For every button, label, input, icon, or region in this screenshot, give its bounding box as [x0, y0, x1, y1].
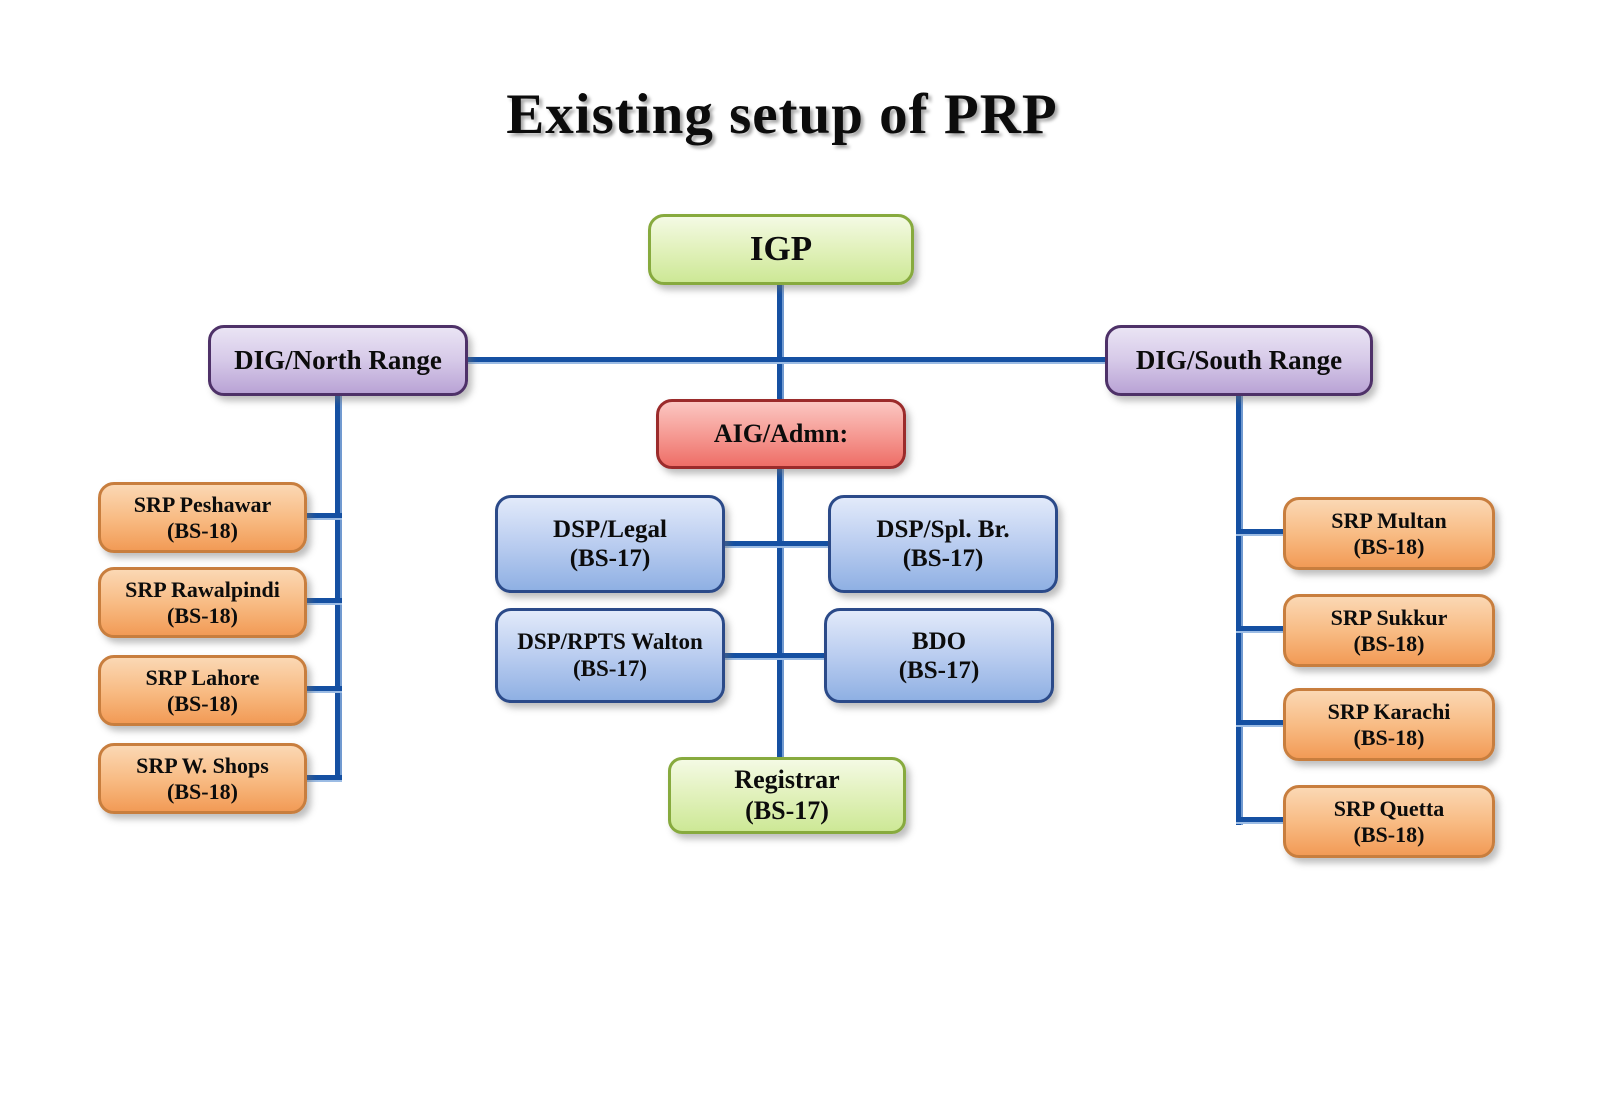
- node-dsp-rpts-walton: DSP/RPTS Walton (BS-17): [495, 608, 725, 703]
- node-grade: (BS-18): [1353, 724, 1425, 750]
- connector-igp-to-main: [777, 283, 784, 403]
- connector-south-stub-3: [1236, 720, 1286, 727]
- connector-dsp-row2: [723, 653, 826, 660]
- node-grade: (BS-18): [167, 517, 238, 543]
- node-dsp-spl-br: DSP/Spl. Br. (BS-17): [828, 495, 1058, 593]
- node-registrar: Registrar (BS-17): [668, 757, 906, 834]
- node-igp: IGP: [648, 214, 914, 285]
- connector-dsp-row1: [723, 541, 830, 548]
- node-grade: (BS-18): [167, 778, 238, 804]
- node-grade: (BS-17): [569, 545, 651, 572]
- node-label: AIG/Admn:: [713, 418, 849, 448]
- node-srp-karachi: SRP Karachi (BS-18): [1283, 688, 1495, 761]
- connector-south-stub-1: [1236, 529, 1286, 536]
- node-label: SRP Lahore: [145, 664, 260, 690]
- node-grade: (BS-17): [902, 545, 984, 572]
- node-label: SRP W. Shops: [136, 752, 269, 778]
- node-label: DSP/Spl. Br.: [876, 516, 1010, 543]
- node-label: SRP Quetta: [1333, 795, 1445, 821]
- node-label: SRP Rawalpindi: [125, 576, 280, 602]
- node-srp-sukkur: SRP Sukkur (BS-18): [1283, 594, 1495, 667]
- node-aig-admn: AIG/Admn:: [656, 399, 906, 469]
- node-label: Registrar: [734, 765, 840, 795]
- node-dig-north-range: DIG/North Range: [208, 325, 468, 396]
- node-grade: (BS-17): [898, 656, 980, 684]
- node-grade: (BS-18): [167, 602, 238, 628]
- connector-north-stub-4: [300, 775, 342, 782]
- node-srp-w-shops: SRP W. Shops (BS-18): [98, 743, 307, 814]
- connector-main-horizontal: [466, 357, 1107, 364]
- node-label: DIG/South Range: [1135, 344, 1343, 375]
- node-dig-south-range: DIG/South Range: [1105, 325, 1373, 396]
- node-grade: (BS-17): [745, 795, 829, 825]
- node-dsp-legal: DSP/Legal (BS-17): [495, 495, 725, 593]
- node-srp-quetta: SRP Quetta (BS-18): [1283, 785, 1495, 858]
- node-label: IGP: [749, 229, 813, 269]
- node-label: DIG/North Range: [234, 344, 442, 375]
- connector-south-stub-4: [1236, 817, 1286, 824]
- node-label: DSP/Legal: [553, 516, 667, 543]
- connector-north-stub-3: [300, 686, 342, 693]
- node-label: SRP Peshawar: [133, 491, 272, 517]
- connector-north-vertical: [335, 394, 342, 782]
- node-grade: (BS-18): [1353, 630, 1425, 656]
- node-grade: (BS-17): [572, 655, 648, 681]
- node-srp-lahore: SRP Lahore (BS-18): [98, 655, 307, 726]
- node-label: BDO: [911, 627, 967, 655]
- node-grade: (BS-18): [167, 690, 238, 716]
- page-title: Existing setup of PRP: [506, 83, 1058, 146]
- node-srp-multan: SRP Multan (BS-18): [1283, 497, 1495, 570]
- node-label: SRP Karachi: [1327, 698, 1451, 724]
- node-srp-peshawar: SRP Peshawar (BS-18): [98, 482, 307, 553]
- node-label: SRP Sukkur: [1330, 604, 1448, 630]
- connector-north-stub-2: [300, 598, 342, 605]
- node-grade: (BS-18): [1353, 533, 1425, 559]
- connector-aig-to-registrar: [777, 468, 784, 760]
- connector-south-stub-2: [1236, 626, 1286, 633]
- node-grade: (BS-18): [1353, 821, 1425, 847]
- node-label: DSP/RPTS Walton: [517, 628, 703, 654]
- node-srp-rawalpindi: SRP Rawalpindi (BS-18): [98, 567, 307, 638]
- connector-south-vertical: [1236, 394, 1243, 825]
- node-label: SRP Multan: [1331, 507, 1447, 533]
- connector-north-stub-1: [300, 513, 342, 520]
- node-bdo: BDO (BS-17): [824, 608, 1054, 703]
